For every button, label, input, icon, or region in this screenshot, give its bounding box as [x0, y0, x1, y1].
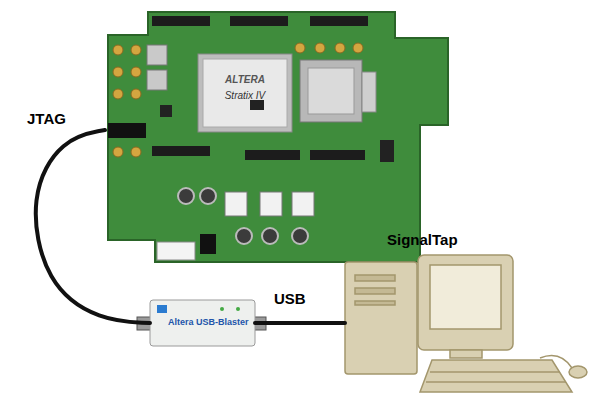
plug [137, 317, 151, 330]
edge-label: JTAG [27, 110, 66, 127]
usb-blaster [137, 300, 266, 346]
diagram-node: SignalTap [345, 258, 577, 398]
led [236, 307, 240, 311]
node-text: Altera USB-Blaster [168, 317, 249, 327]
key-row [430, 371, 560, 373]
pcb [108, 12, 448, 262]
computer [345, 255, 587, 392]
capacitors [178, 188, 308, 244]
power-modules [225, 192, 314, 216]
fpga-chip [198, 54, 292, 132]
mouse-cord [540, 356, 572, 368]
card-edge [362, 72, 376, 112]
plug [254, 317, 266, 330]
led [220, 307, 224, 311]
headers [152, 16, 368, 160]
drive-slot [355, 301, 395, 305]
logo [157, 305, 167, 313]
keyboard [420, 360, 572, 392]
cable [255, 321, 345, 325]
power-connector [157, 242, 195, 260]
diagram-node: ALTERA Stratix IV [105, 10, 450, 262]
edge-label: USB [274, 290, 306, 307]
card-slot [308, 68, 354, 114]
fpga-board [108, 12, 448, 262]
node-text: ALTERA [200, 74, 290, 85]
sma-connectors [113, 43, 363, 157]
oscillator [147, 70, 167, 90]
card-holder [300, 60, 362, 122]
dc-jack [200, 234, 216, 254]
drive-slot [355, 288, 395, 294]
oscillator [147, 45, 167, 65]
monitor-stand [450, 350, 482, 358]
jtag-header [108, 123, 146, 138]
drive-slot [355, 275, 395, 281]
screen [430, 265, 501, 329]
blaster-case [150, 300, 255, 346]
tower [345, 262, 417, 374]
ics [160, 100, 394, 162]
monitor [418, 255, 513, 350]
cable [36, 130, 150, 323]
node-text: Stratix IV [200, 90, 290, 101]
diagram-node: Altera USB-Blaster [150, 300, 255, 346]
node-text: SignalTap [387, 231, 458, 248]
key-row [426, 381, 566, 383]
